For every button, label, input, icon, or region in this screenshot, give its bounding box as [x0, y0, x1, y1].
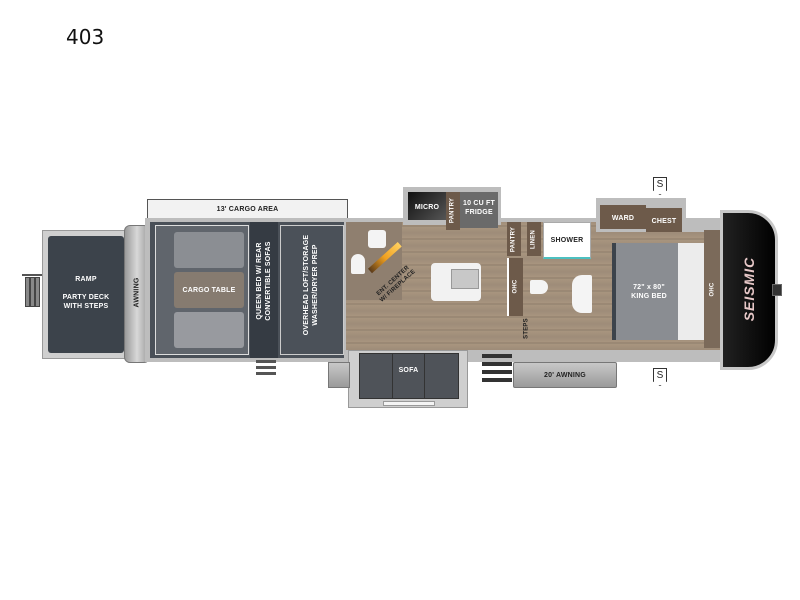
- overhead-loft-zone: OVERHEAD LOFT/STORAGE WASHER/DRYER PREP: [278, 222, 344, 358]
- pillows-icon: [678, 243, 706, 340]
- front-cap: SEISMIC: [720, 210, 778, 370]
- front-ohc: OHC: [704, 230, 722, 348]
- garage-steps-icon: [256, 360, 276, 378]
- overhead-loft-label: OVERHEAD LOFT/STORAGE WASHER/DRYER PREP: [303, 234, 319, 336]
- seismic-logo: SEISMIC: [741, 256, 757, 322]
- ramp-label: RAMP: [75, 276, 97, 283]
- cargo-area-label: 13' CARGO AREA: [216, 206, 279, 213]
- micro-label: MICRO: [414, 204, 440, 211]
- fridge: 10 CU FT FRIDGE: [460, 192, 498, 228]
- side-awning: 20' AWNING: [513, 362, 617, 388]
- cargo-area-bar: 13' CARGO AREA: [147, 199, 348, 219]
- kitchen-island: [431, 263, 481, 301]
- model-number: 403: [66, 25, 105, 49]
- bath-ohc-label: OHC: [512, 279, 519, 294]
- ward-label: WARD: [611, 215, 635, 222]
- stabilizer-top-icon: S: [653, 177, 667, 195]
- left-awning-stub: [328, 362, 350, 388]
- steps-label: STEPS: [523, 318, 530, 339]
- sofa-label: SOFA: [398, 367, 419, 374]
- bath-ohc: OHC: [507, 258, 523, 316]
- toilet-icon: [351, 254, 365, 274]
- half-bath: [346, 222, 402, 300]
- sink-icon: [368, 230, 386, 248]
- queen-bed-zone: QUEEN BED W/ REAR CONVERTIBLE SOFAS: [250, 222, 278, 358]
- bath-toilet-icon: [530, 280, 548, 294]
- shower: SHOWER: [543, 222, 591, 259]
- garage-cargo-zone: CARGO TABLE: [150, 222, 250, 358]
- cargo-table-label: CARGO TABLE: [182, 287, 236, 294]
- front-ohc-label: OHC: [709, 282, 716, 297]
- shower-label: SHOWER: [550, 237, 584, 244]
- kingpin-icon: [772, 284, 782, 296]
- rear-awning-label: AWNING: [133, 277, 141, 308]
- island-sink-icon: [451, 269, 479, 289]
- stabilizer-bottom-icon: S: [653, 368, 667, 386]
- linen-label: LINEN: [530, 230, 537, 249]
- chest: CHEST: [646, 208, 682, 232]
- linen-cabinet: LINEN: [527, 222, 541, 256]
- party-deck-label: PARTY DECK WITH STEPS: [62, 294, 110, 310]
- kitchen-pantry: PANTRY: [446, 192, 460, 230]
- bath-pantry-label: PANTRY: [510, 226, 517, 253]
- kitchen-pantry-label: PANTRY: [449, 197, 456, 224]
- bath-sink-icon: [572, 275, 592, 313]
- ramp-party-deck: RAMP PARTY DECK WITH STEPS: [42, 230, 126, 359]
- queen-bed-label: QUEEN BED W/ REAR CONVERTIBLE SOFAS: [256, 241, 272, 321]
- entry-steps-icon: [482, 352, 512, 386]
- fridge-label: 10 CU FT FRIDGE: [463, 200, 495, 216]
- king-bed-label: 72" x 80" KING BED: [631, 284, 667, 300]
- side-awning-label: 20' AWNING: [544, 372, 586, 379]
- king-bed: 72" x 80" KING BED: [612, 243, 706, 340]
- wardrobe: WARD: [600, 205, 646, 229]
- rear-steps-icon: [22, 274, 44, 307]
- chest-label: CHEST: [651, 218, 677, 225]
- sofa-slideout: SOFA: [348, 350, 468, 408]
- bath-pantry: PANTRY: [507, 222, 521, 256]
- microwave: MICRO: [408, 192, 446, 220]
- sofa: SOFA: [359, 353, 459, 399]
